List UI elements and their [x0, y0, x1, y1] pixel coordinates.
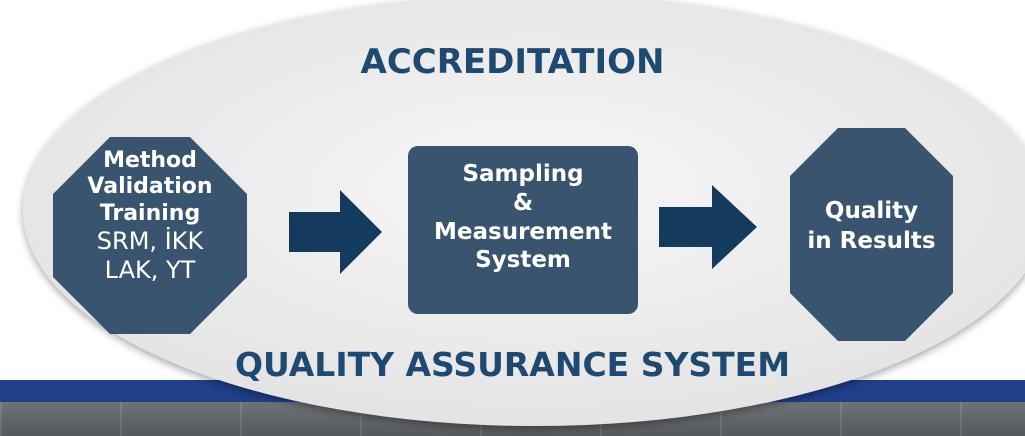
- left-node-line-method: Method: [103, 148, 197, 173]
- center-rect-node: [408, 146, 638, 314]
- diagram-title-quality-assurance-system: QUALITY ASSURANCE SYSTEM: [234, 345, 791, 384]
- center-node-line-system: System: [475, 247, 571, 274]
- arrow-left-to-center: [289, 190, 382, 274]
- left-octagon-node: [53, 137, 247, 334]
- center-node-line-sampling: Sampling: [462, 161, 584, 187]
- left-node-line-training: Training: [99, 200, 201, 226]
- center-node-label: Sampling & Measurement System: [408, 160, 638, 275]
- right-octagon-node: [790, 128, 953, 341]
- left-node-line-validation: Validation: [87, 174, 213, 200]
- right-node-line-quality: Quality: [824, 198, 919, 224]
- left-node-line-srm-ikk: SRM, İKK: [96, 227, 204, 256]
- right-node-line-in-results: in Results: [807, 227, 936, 254]
- arrow-center-to-right: [659, 185, 757, 269]
- left-node-label: Method Validation Training SRM, İKK LAK,…: [53, 148, 247, 285]
- diagram-title-accreditation: ACCREDITATION: [360, 42, 665, 82]
- center-node-line-measurement: Measurement: [434, 218, 612, 245]
- left-node-line-lak-yt: LAK, YT: [104, 255, 196, 284]
- center-node-line-ampersand: &: [512, 189, 534, 216]
- right-node-label: Quality in Results: [790, 197, 953, 257]
